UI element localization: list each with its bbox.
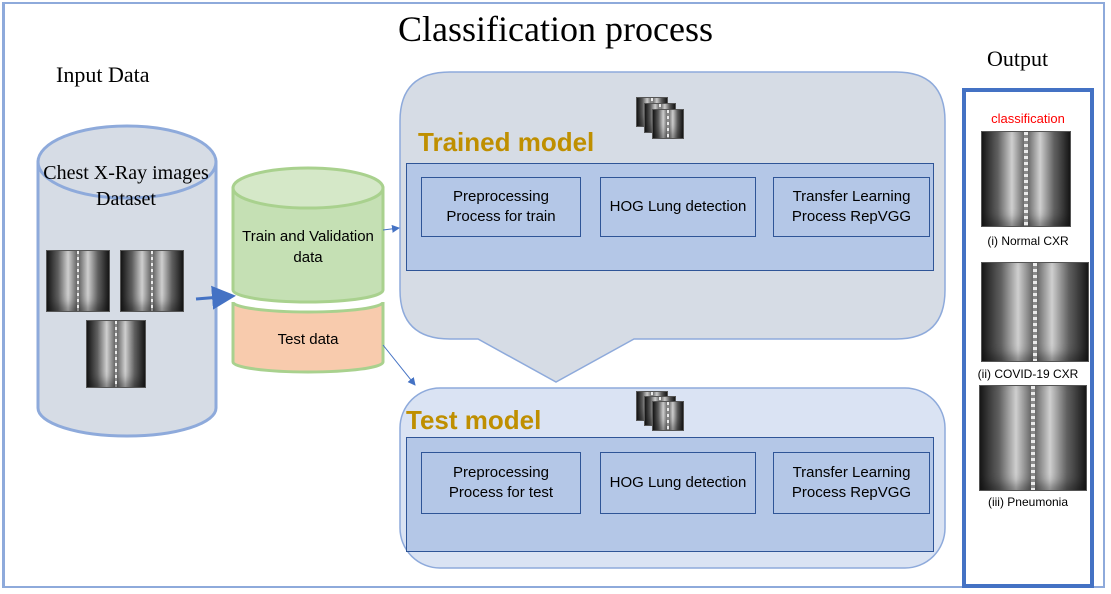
test-step-hog: HOG Lung detection xyxy=(600,452,756,514)
test-step-preprocessing: Preprocessing Process for test xyxy=(421,452,581,514)
diagram-frame xyxy=(2,2,1105,588)
class-normal-label: (i) Normal CXR xyxy=(987,234,1069,248)
diagram-title: Classification process xyxy=(398,9,713,49)
xray-image-icon xyxy=(86,320,146,388)
xray-image-icon xyxy=(981,131,1071,227)
train-step-transfer-learning: Transfer Learning Process RepVGG xyxy=(773,177,930,237)
xray-image-icon xyxy=(120,250,184,312)
output-heading: Output xyxy=(987,46,1049,71)
arrow-test-to-test-model xyxy=(382,344,416,386)
test-data-cylinder xyxy=(231,301,385,374)
trained-model-title: Trained model xyxy=(418,127,595,157)
classification-label: classification xyxy=(991,111,1065,126)
xray-image-icon xyxy=(979,385,1087,491)
xray-image-icon xyxy=(981,262,1089,362)
arrow-dataset-to-split xyxy=(195,285,236,310)
input-data-heading: Input Data xyxy=(56,62,150,87)
xray-image-icon xyxy=(46,250,110,312)
train-step-hog: HOG Lung detection xyxy=(600,177,756,237)
class-covid-label: (ii) COVID-19 CXR xyxy=(977,367,1079,381)
xray-image-icon xyxy=(652,401,684,431)
train-data-label: Train and Validation data xyxy=(242,228,374,266)
dataset-label: Chest X-Ray images Dataset xyxy=(43,162,209,210)
test-data-label: Test data xyxy=(277,331,339,348)
train-step-preprocessing: Preprocessing Process for train xyxy=(421,177,581,237)
xray-image-icon xyxy=(652,109,684,139)
test-model-title: Test model xyxy=(406,405,542,435)
arrow-train-to-trained-model xyxy=(382,224,400,233)
test-step-transfer-learning: Transfer Learning Process RepVGG xyxy=(773,452,930,514)
class-pneumonia-label: (iii) Pneumonia xyxy=(987,495,1069,509)
train-data-cylinder xyxy=(231,166,385,304)
